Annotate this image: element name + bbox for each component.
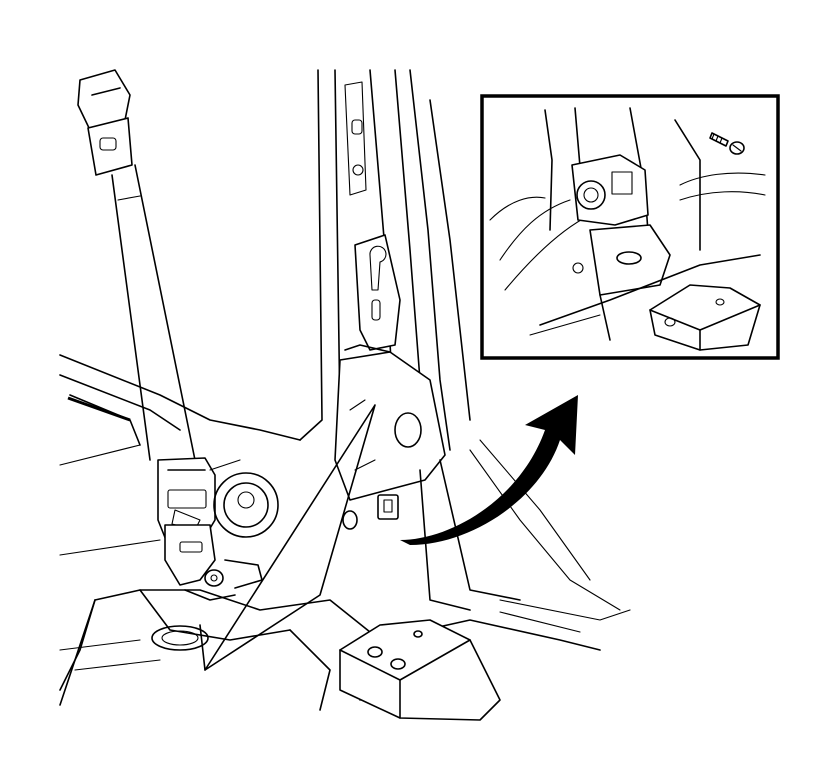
detail-inset: [480, 94, 780, 360]
b-pillar: [299, 69, 621, 611]
floor-bracket: [339, 619, 501, 721]
curved-arrow-indicator: [400, 395, 578, 545]
callout-wedge: [199, 404, 376, 671]
floor-pan: [59, 589, 631, 711]
seat-belt-webbing: [77, 69, 196, 461]
belt-retractor: [157, 457, 279, 601]
bolt-icon: [709, 132, 745, 155]
rocker-sill: [59, 354, 301, 556]
